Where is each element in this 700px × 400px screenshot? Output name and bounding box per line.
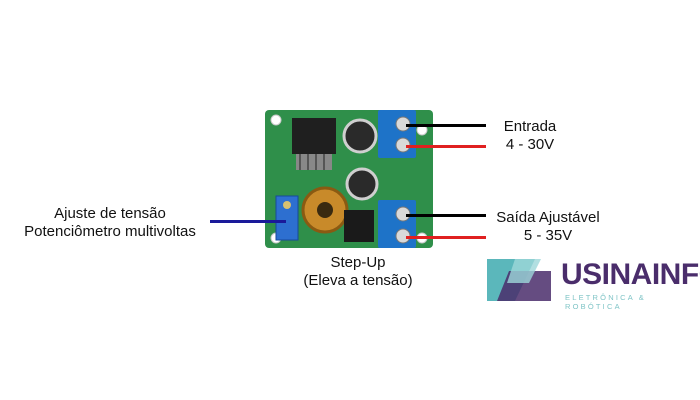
mount-hole	[270, 114, 282, 126]
output-terminal	[378, 200, 416, 248]
stepup-label: Step-Up (Eleva a tensão)	[278, 254, 438, 290]
logo-tagline: ELETRÔNICA & ROBÓTICA	[565, 293, 646, 311]
input-terminal	[378, 110, 416, 158]
adjust-pointer-line	[210, 220, 286, 223]
input-wire-black	[406, 124, 486, 127]
logo-mark-icon	[487, 259, 551, 301]
ic-chip-pins	[296, 154, 332, 170]
adjust-label-line2: Potenciômetro multivoltas	[24, 223, 196, 240]
adjust-label-line1: Ajuste de tensão	[54, 205, 166, 222]
potentiometer-screw	[283, 201, 291, 209]
output-wire-black	[406, 214, 486, 217]
mount-hole	[416, 124, 428, 136]
potentiometer	[275, 195, 299, 241]
logo-wordmark: USINAINFO	[561, 258, 700, 291]
adjust-label: Ajuste de tensão Potenciômetro multivolt…	[10, 205, 210, 241]
ic-pin-lines	[299, 154, 325, 170]
stepup-label-line2: (Eleva a tensão)	[303, 272, 413, 289]
capacitor-top	[342, 118, 378, 154]
input-label-line1: Entrada	[503, 118, 557, 135]
diode	[344, 210, 374, 242]
inductor-core	[317, 202, 333, 218]
input-wire-red	[406, 145, 486, 148]
ic-chip	[292, 118, 336, 154]
output-label: Saída Ajustável 5 - 35V	[478, 209, 618, 245]
output-label-line2: 5 - 35V	[523, 227, 573, 244]
input-label: Entrada 4 - 30V	[470, 118, 590, 154]
input-label-line2: 4 - 30V	[505, 136, 555, 153]
capacitor-middle	[345, 167, 379, 201]
output-label-line1: Saída Ajustável	[496, 209, 600, 226]
output-wire-red	[406, 236, 486, 239]
usinainfo-logo: USINAINFO ELETRÔNICA & ROBÓTICA	[485, 257, 700, 311]
stepup-label-line1: Step-Up	[330, 254, 386, 271]
